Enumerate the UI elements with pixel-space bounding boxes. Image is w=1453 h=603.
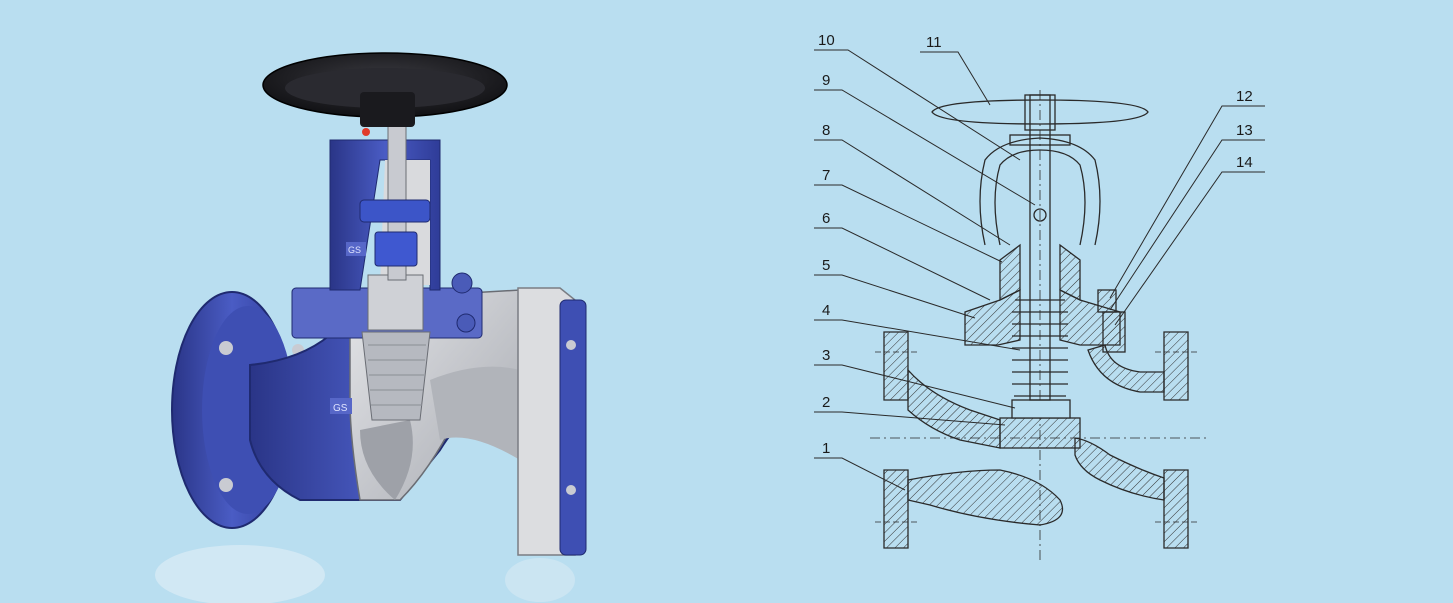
bellows [361,331,431,421]
valve-render: GS GS [155,52,587,603]
handwheel-hub [1024,94,1056,131]
leader-5 [814,274,976,319]
yoke-nut [1009,134,1071,146]
callout-label: 6 [822,210,830,227]
body-wall-right [1074,437,1165,501]
stem-pin [1033,208,1047,222]
bolt-hole [219,341,233,355]
callout-label: 8 [822,122,830,139]
callout-label: 14 [1236,154,1253,171]
bolt-hole [219,478,233,492]
leader-2 [814,411,1006,426]
seat [999,417,1081,449]
bonnet-neck [1059,243,1081,302]
leader-10 [814,49,1021,161]
callout-label: 3 [822,347,830,364]
leader-13 [1109,139,1265,311]
callout-label: 1 [822,440,830,457]
outlet-passage [430,366,520,460]
bonnet-neck [999,243,1021,302]
stem-nut [359,199,431,223]
right-flange-section [1163,331,1189,401]
bonnet-bolt [451,272,473,294]
yoke [979,137,1101,246]
callout-label: 13 [1236,122,1253,139]
leader-9 [814,89,1036,206]
outlet-flange [559,299,587,556]
callout-label: 4 [822,302,830,319]
packing-gland [374,231,418,267]
leader-3 [814,364,1016,409]
handwheel-inner [285,68,485,108]
callouts [814,49,1265,491]
body-wall-upper-right [1087,344,1165,393]
bolt-hole [566,485,576,495]
leader-1 [814,457,906,491]
leader-12 [1109,105,1265,299]
bonnet-stud [1102,311,1126,353]
left-flange-section [883,331,909,401]
body-wall-upper-left [907,368,1001,449]
bonnet-bolt [456,313,476,333]
leader-14 [1114,171,1265,326]
handwheel-hub [360,92,415,127]
reflection [505,558,575,602]
callout-label: 10 [818,32,835,49]
seat-cavity [360,420,413,500]
leader-4 [814,319,1021,351]
disc-holder [367,274,424,331]
callout-label: 9 [822,72,830,89]
body-wall-lower [907,469,1064,526]
leader-8 [814,139,1011,246]
right-flange-section [1163,469,1189,549]
callout-label: 12 [1236,88,1253,105]
callout-labels: 10 9 8 7 6 5 4 3 2 1 11 12 13 14 [818,32,1253,457]
reflection [155,545,325,603]
callout-label: 11 [926,34,942,51]
body-mark-badge [330,398,352,414]
body-mark: GS [333,403,348,414]
bellows [1012,299,1068,397]
callout-label: 7 [822,167,830,184]
body-mark: GS [348,245,361,255]
callout-label: 5 [822,257,830,274]
section-drawing [870,90,1210,560]
indicator-dot [362,128,370,136]
body-mark-badge [346,242,366,256]
yoke-inner [994,149,1086,246]
bolt-hole [566,340,576,350]
callout-label: 2 [822,394,830,411]
disc [1011,399,1071,419]
leader-7 [814,184,1003,263]
leader-11 [920,51,991,106]
leader-6 [814,227,991,301]
